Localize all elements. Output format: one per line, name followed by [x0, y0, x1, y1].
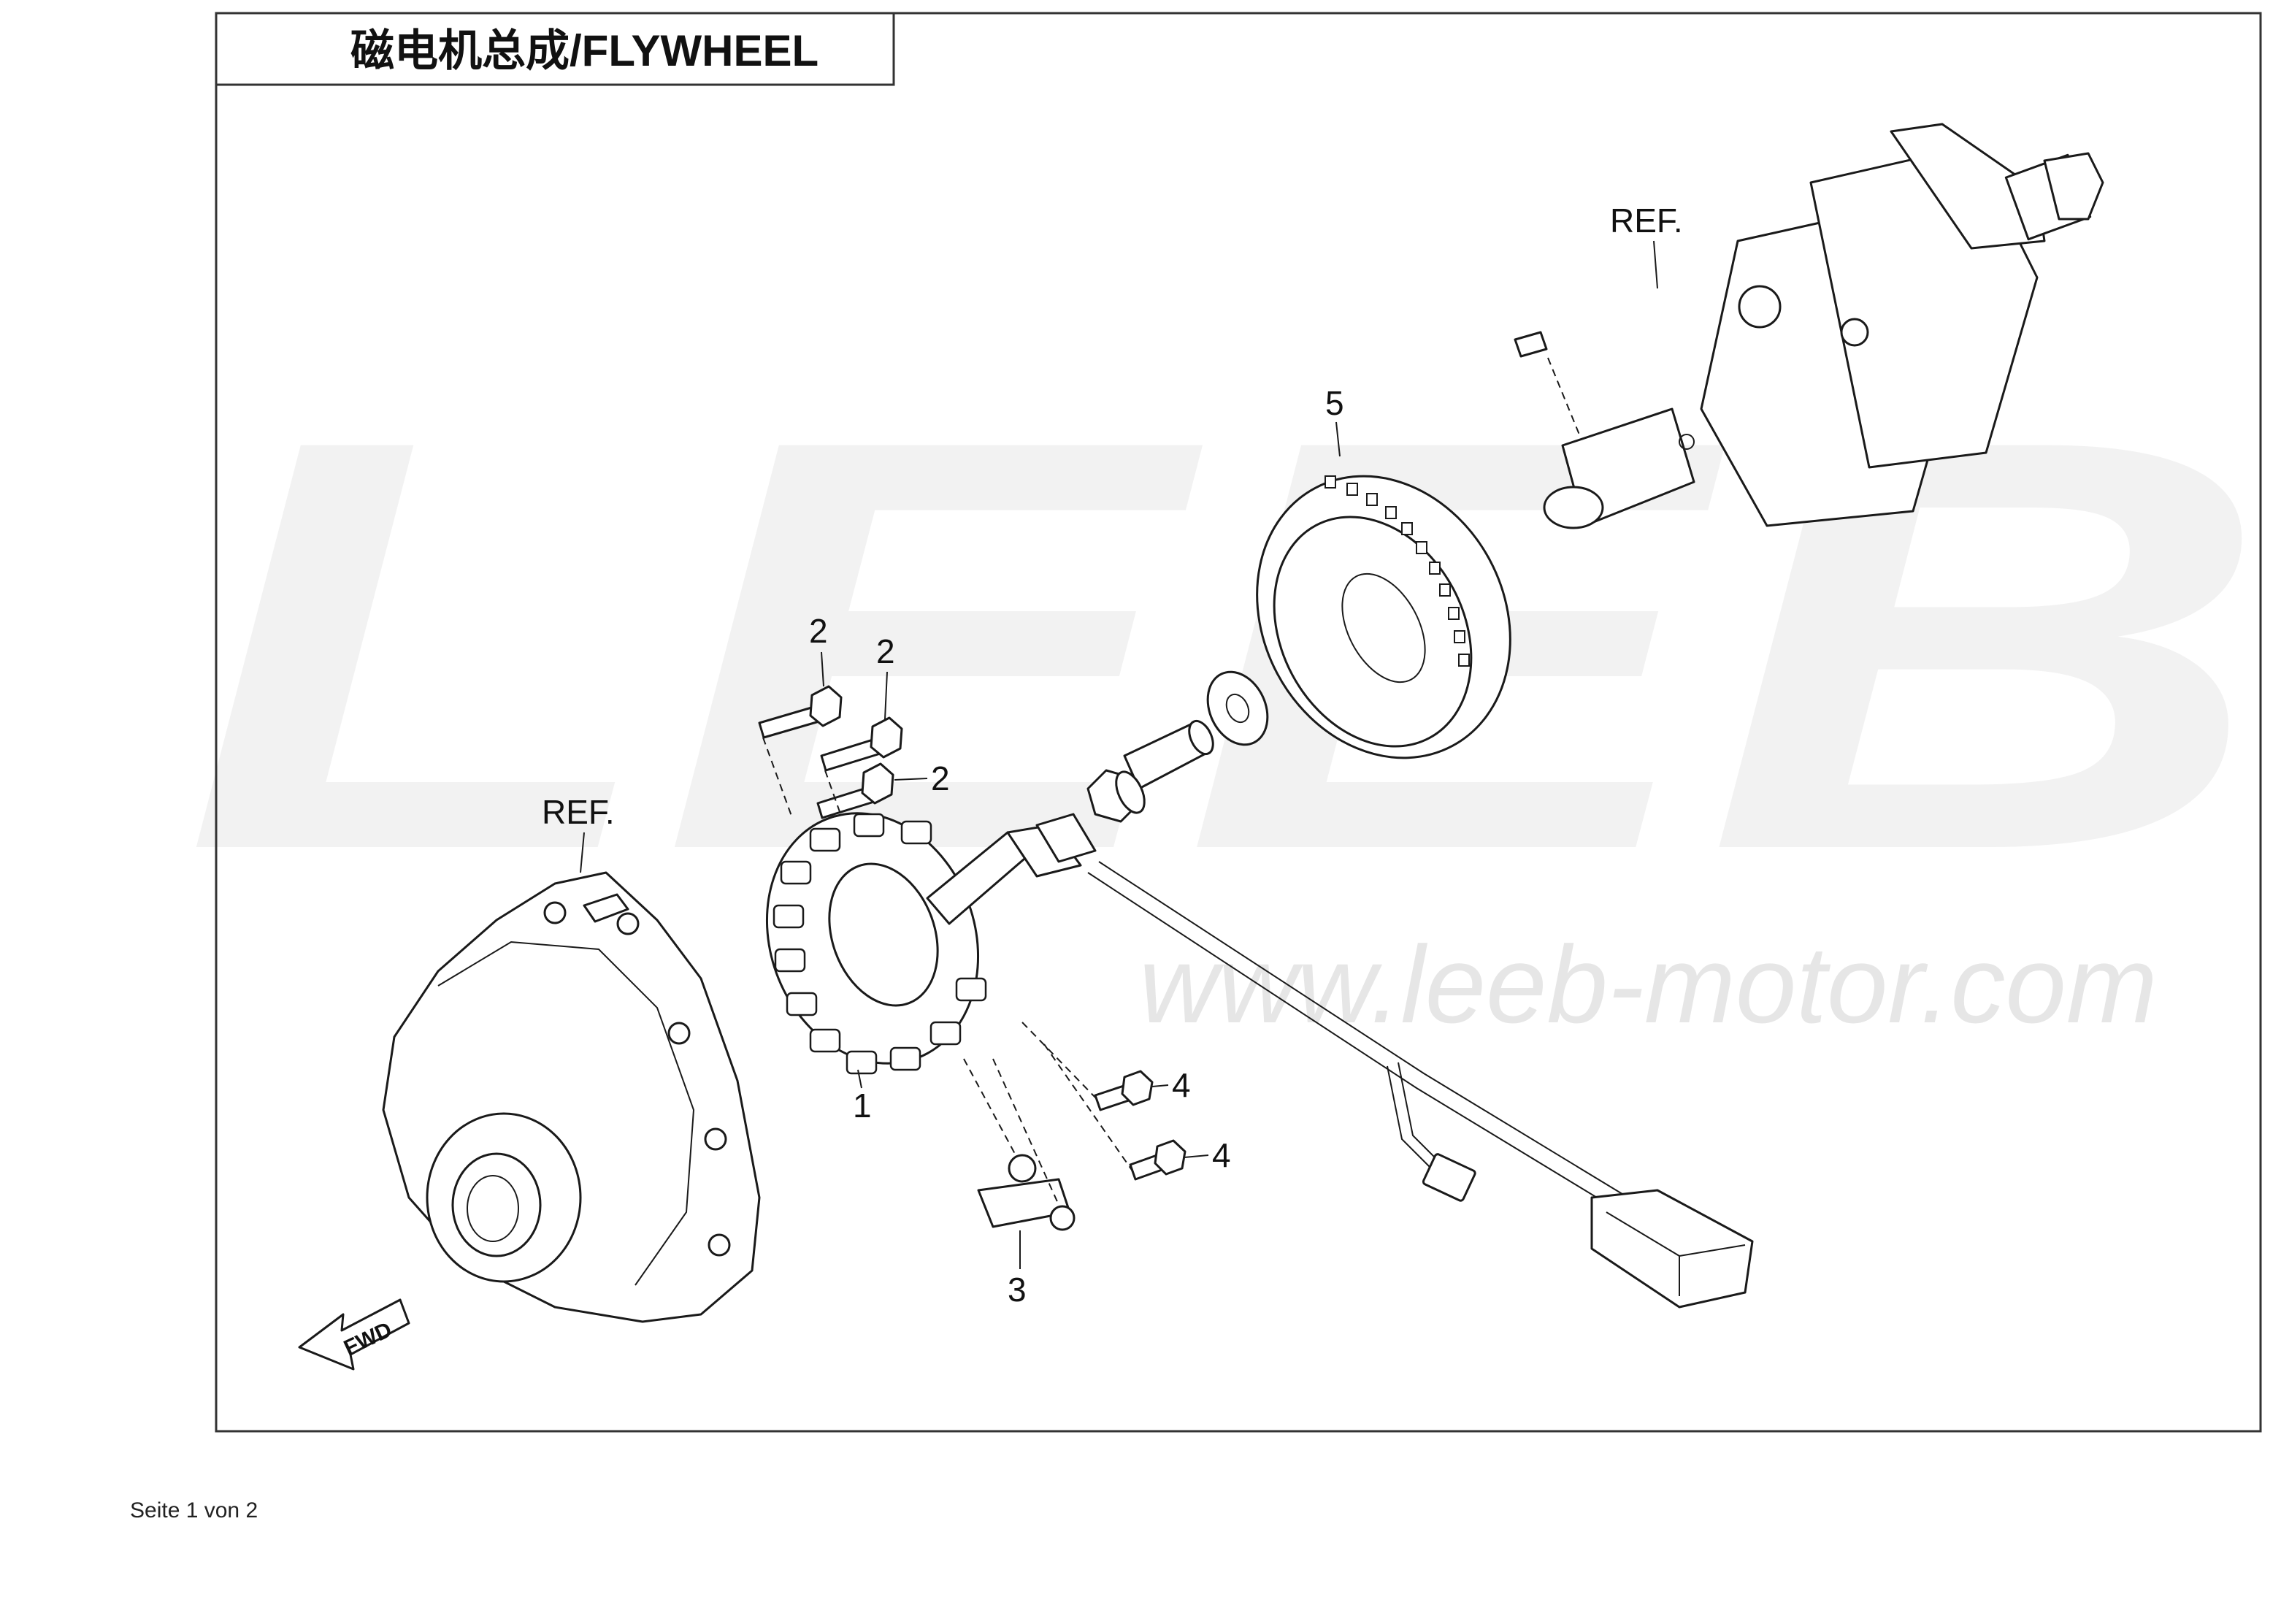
- fwd-direction-marker: FWD: [298, 1298, 410, 1371]
- callout-small-bolt-1: 4: [1172, 1066, 1191, 1104]
- callout-small-bolt-2: 4: [1212, 1136, 1231, 1174]
- diagram-title: 磁电机总成/FLYWHEEL: [350, 26, 819, 75]
- stator-bolt-2: [820, 716, 903, 772]
- cable-bracket: [977, 1154, 1076, 1231]
- flywheel-bolt: [1086, 719, 1214, 823]
- diagram-frame: [215, 12, 2262, 1433]
- callout-bolt-2: 2: [876, 632, 895, 670]
- crankshaft-ref: [1514, 123, 2104, 529]
- bracket-bolt-2: [1129, 1139, 1186, 1181]
- stator-bolt-1: [758, 685, 843, 739]
- wiring-harness: [1006, 813, 1754, 1309]
- stator-bolt-3: [816, 762, 894, 819]
- ref-label-crankshaft: REF.: [1610, 202, 1683, 240]
- page-indicator: Seite 1 von 2: [130, 1498, 258, 1522]
- callout-flywheel: 5: [1325, 384, 1344, 422]
- ref-label-cover: REF.: [542, 793, 615, 831]
- bracket-bolt-1: [1094, 1070, 1154, 1111]
- stator-coil: [765, 812, 1031, 1075]
- callout-stator: 1: [853, 1087, 872, 1125]
- title-box: [215, 12, 895, 86]
- callout-bolt-1: 2: [809, 612, 828, 650]
- crankcase-cover-ref: [382, 871, 761, 1323]
- callout-bracket: 3: [1008, 1271, 1027, 1309]
- callout-bolt-3: 2: [931, 759, 950, 797]
- watermark-url: www.leeb-motor.com: [1139, 923, 2158, 1046]
- washer: [1206, 670, 1269, 746]
- flywheel-rotor: [1256, 475, 1511, 759]
